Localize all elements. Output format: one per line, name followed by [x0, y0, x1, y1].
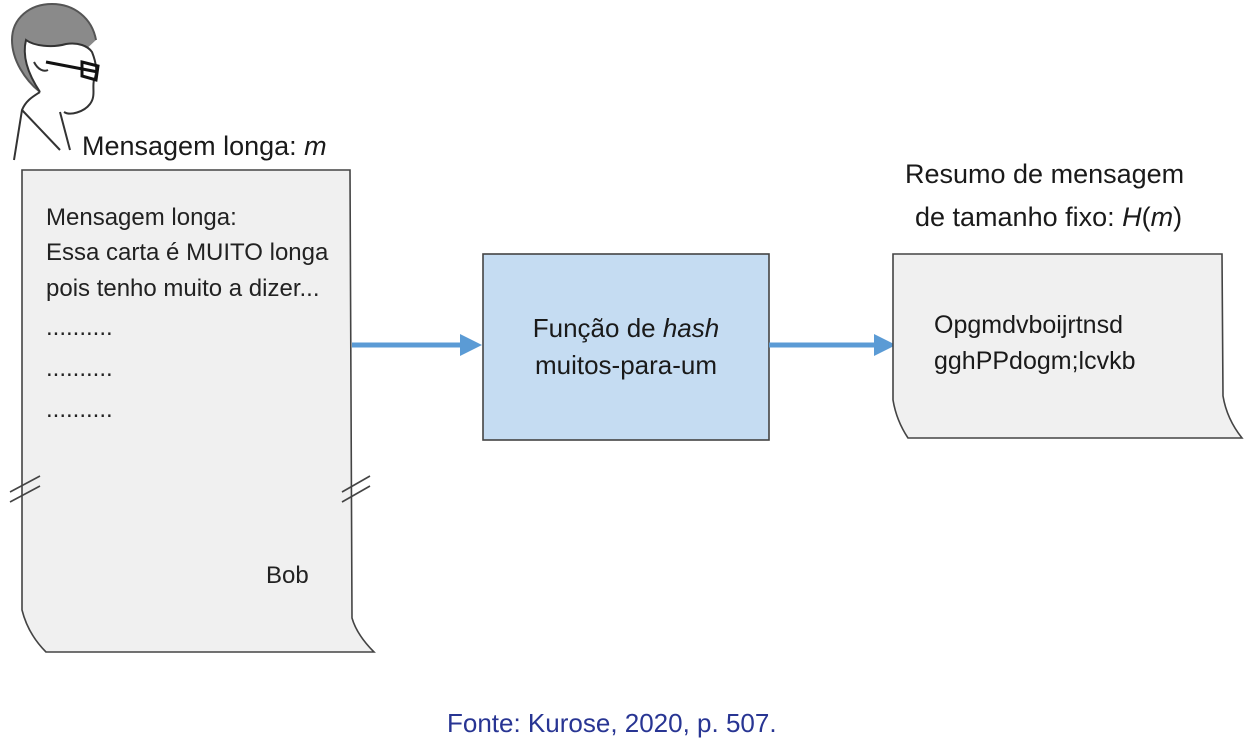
digest-line: gghPPdogm;lcvkb [934, 347, 1136, 375]
long-message-label: Mensagem longa: m [82, 128, 327, 164]
person-face [23, 38, 98, 115]
long-message-line: pois tenho muito a dizer... [46, 275, 320, 302]
long-message-label-text: Mensagem longa: [82, 131, 305, 161]
paper-break-marks [9, 475, 371, 503]
arrow-message-to-hash [352, 334, 482, 356]
long-message-paper [21, 169, 376, 653]
hash-function-subtitle: muitos-para-um [534, 350, 718, 380]
digest-close-paren: ) [1173, 202, 1183, 232]
long-message-line: .......... [46, 355, 113, 382]
person-collar [59, 111, 71, 151]
person-icon [10, 2, 100, 161]
person-glasses-lens [80, 60, 100, 82]
arrow-hash-to-digest [769, 334, 896, 356]
message-variable: m [304, 131, 327, 161]
digest-function-name: H [1122, 202, 1142, 232]
person-collar-left [21, 109, 61, 151]
person-ear [33, 61, 49, 72]
digest-variable: m [1150, 202, 1174, 232]
long-message-line: .......... [46, 314, 113, 341]
hash-function-prefix: Função de [532, 313, 663, 343]
source-caption: Fonte: Kurose, 2020, p. 507. [447, 708, 777, 738]
signature-bob: Bob [266, 562, 309, 589]
person-shoulder [13, 91, 41, 161]
digest-label-prefix: de tamanho fixo: [915, 202, 1123, 232]
digest-open-paren: ( [1141, 202, 1151, 232]
hash-word: hash [662, 313, 720, 343]
person-glasses [45, 60, 99, 74]
digest-line: Opgmdvboijrtnsd [934, 311, 1123, 339]
hash-function-title: Função de hash [483, 310, 769, 346]
long-message-line: .......... [46, 396, 113, 423]
long-message-line: Essa carta é MUITO longa [46, 239, 329, 266]
digest-paper [892, 253, 1244, 439]
long-message-line: Mensagem longa: [46, 204, 237, 231]
digest-label-line2: de tamanho fixo: H(m) [915, 199, 1182, 235]
digest-label-line1: Resumo de mensagem [905, 159, 1185, 189]
